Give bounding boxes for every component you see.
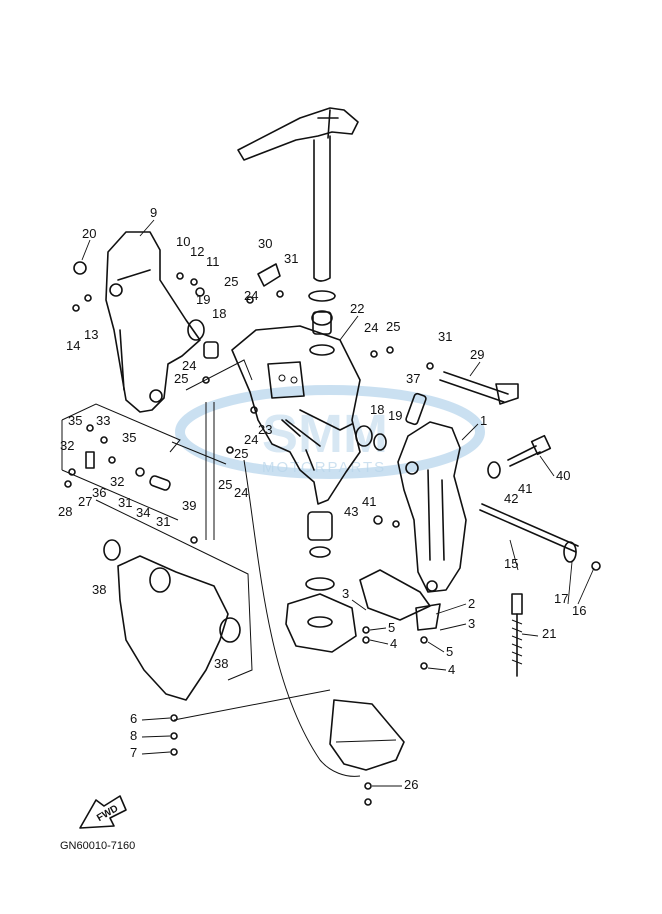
callout-36: 36 — [92, 485, 106, 500]
callout-23: 23 — [258, 422, 272, 437]
watermark-subtitle: MOTORPARTS — [262, 459, 386, 476]
callout-33: 33 — [96, 413, 110, 428]
callout-40: 40 — [556, 468, 570, 483]
stopper-bracket — [359, 569, 441, 631]
fwd-label: FWD — [95, 803, 120, 824]
swivel-bracket — [231, 325, 361, 505]
callout-27: 27 — [78, 494, 92, 509]
callout-11: 11 — [206, 254, 220, 269]
callout-25: 25 — [234, 446, 248, 461]
callout-25: 25 — [386, 319, 400, 334]
callout-28: 28 — [58, 504, 72, 519]
watermark-brand: SMM — [262, 404, 388, 464]
callout-25: 25 — [218, 477, 232, 492]
callout-35: 35 — [68, 413, 82, 428]
group-outline — [61, 359, 361, 777]
callout-42: 42 — [504, 491, 518, 506]
callout-43: 43 — [344, 504, 358, 519]
callout-34: 34 — [136, 505, 150, 520]
callout-24: 24 — [244, 432, 258, 447]
callout-39: 39 — [182, 498, 196, 513]
callout-13: 13 — [84, 327, 98, 342]
callout-1: 1 — [480, 413, 487, 428]
callout-32: 32 — [110, 474, 124, 489]
callout-41: 41 — [518, 481, 532, 496]
callout-18: 18 — [370, 402, 384, 417]
tilt-pin — [439, 371, 519, 405]
bolt-40 — [487, 434, 552, 479]
callout-31: 31 — [284, 251, 298, 266]
callout-37: 37 — [406, 371, 420, 386]
callout-18: 18 — [212, 306, 226, 321]
bottom-cowl — [329, 699, 405, 771]
callout-24: 24 — [244, 288, 258, 303]
callout-19: 19 — [196, 292, 210, 307]
callout-38: 38 — [214, 656, 228, 671]
lower-mount — [285, 511, 357, 653]
steering-housing — [103, 539, 241, 701]
callout-7: 7 — [130, 745, 137, 760]
small-fasteners — [64, 261, 601, 806]
callout-24: 24 — [234, 485, 248, 500]
callout-8: 8 — [130, 728, 137, 743]
callout-31: 31 — [438, 329, 452, 344]
callout-3: 3 — [468, 616, 475, 631]
callout-24: 24 — [182, 358, 196, 373]
callout-10: 10 — [176, 234, 190, 249]
callout-31: 31 — [118, 495, 132, 510]
tiller-handle — [237, 107, 359, 282]
watermark: SMM MOTORPARTS — [175, 385, 485, 479]
callout-25: 25 — [224, 274, 238, 289]
callout-20: 20 — [82, 226, 96, 241]
callout-14: 14 — [66, 338, 80, 353]
callout-31: 31 — [156, 514, 170, 529]
callout-3: 3 — [342, 586, 349, 601]
drawing-code: GN60010-7160 — [60, 840, 135, 852]
through-bolt — [479, 503, 579, 563]
callout-29: 29 — [470, 347, 484, 362]
callout-22: 22 — [350, 301, 364, 316]
left-clamp-bracket — [105, 231, 201, 413]
callout-41: 41 — [362, 494, 376, 509]
right-clamp-bracket — [397, 421, 467, 593]
callout-5: 5 — [388, 620, 395, 635]
callout-12: 12 — [190, 244, 204, 259]
callout-6: 6 — [130, 711, 137, 726]
callout-24: 24 — [364, 320, 378, 335]
fwd-arrow-icon: FWD — [79, 795, 127, 829]
callout-38: 38 — [92, 582, 106, 597]
callouts: 1 2 3 3 4 4 5 5 6 7 8 9 10 11 12 13 14 1… — [58, 205, 586, 792]
callout-4: 4 — [448, 662, 455, 677]
callout-9: 9 — [150, 205, 157, 220]
callout-21: 21 — [542, 626, 556, 641]
callout-2: 2 — [468, 596, 475, 611]
callout-5: 5 — [446, 644, 453, 659]
callout-16: 16 — [572, 603, 586, 618]
callout-30: 30 — [258, 236, 272, 251]
leader-lines — [81, 219, 595, 787]
shaft-washers — [308, 290, 336, 356]
callout-35: 35 — [122, 430, 136, 445]
callout-17: 17 — [554, 591, 568, 606]
callout-4: 4 — [390, 636, 397, 651]
callout-32: 32 — [60, 438, 74, 453]
callout-19: 19 — [388, 408, 402, 423]
callout-26: 26 — [404, 777, 418, 792]
callout-25: 25 — [174, 371, 188, 386]
lag-screw — [511, 593, 523, 677]
